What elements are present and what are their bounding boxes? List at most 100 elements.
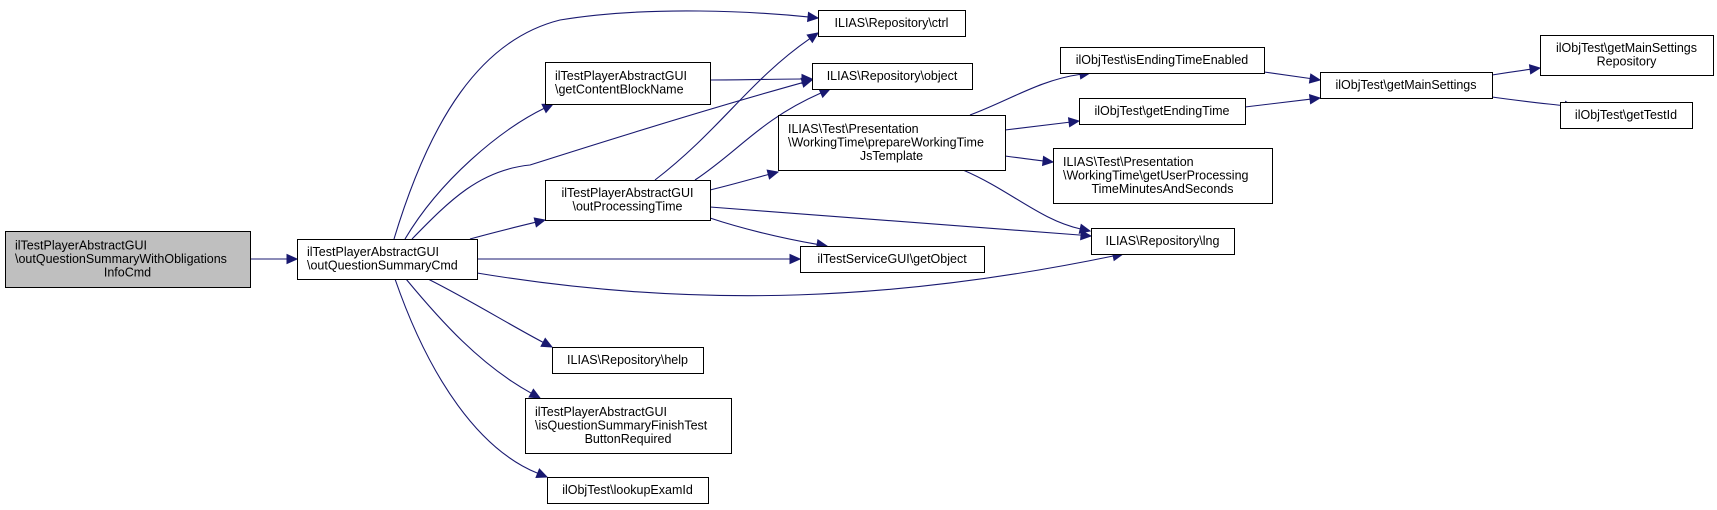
edge-line — [469, 221, 536, 240]
edge-line — [694, 92, 822, 181]
node-box — [1540, 35, 1714, 76]
node-box — [1060, 47, 1265, 74]
node-label-line: ilObjTest\isEndingTimeEnabled — [1076, 53, 1249, 67]
node-label-line: ilObjTest\getEndingTime — [1094, 104, 1229, 118]
arrowhead-icon — [535, 468, 549, 478]
node-label-line: ILIAS\Repository\lng — [1106, 234, 1220, 248]
node-label-line: \isQuestionSummaryFinishTest — [535, 418, 708, 432]
node-box — [552, 347, 704, 374]
node-gms[interactable]: ilObjTest\getMainSettings — [1320, 72, 1493, 99]
node-label-line: JsTemplate — [860, 149, 923, 163]
nodes-layer: ilTestPlayerAbstractGUI \outQuestionSumma… — [5, 10, 1714, 504]
node-label-line: ilTestPlayerAbstractGUI — [535, 405, 667, 419]
node-box — [545, 62, 711, 105]
node-box — [1079, 98, 1246, 125]
node-ctrl[interactable]: ILIAS\Repository\ctrl — [818, 10, 966, 37]
edge-pwt-to-getuser — [1004, 155, 1055, 167]
arrowhead-icon — [528, 388, 542, 399]
arrowhead-icon — [818, 88, 832, 99]
node-box — [547, 477, 709, 504]
node-box — [778, 115, 1006, 171]
edge-getend-to-gms — [1244, 94, 1322, 108]
node-isqs[interactable]: ilTestPlayerAbstractGUI\isQuestionSummar… — [525, 398, 732, 454]
edge-line — [709, 217, 818, 245]
edge-n0-to-n1 — [250, 253, 299, 265]
node-label-line: ilObjTest\getMainSettings — [1556, 41, 1697, 55]
edge-line — [654, 38, 811, 181]
node-box — [1091, 228, 1235, 255]
edge-opt-to-getobj — [709, 217, 829, 250]
node-label-line: ilObjTest\lookupExamId — [562, 483, 693, 497]
arrowhead-icon — [1078, 223, 1092, 234]
node-getuser[interactable]: ILIAS\Test\Presentation\WorkingTime\getU… — [1053, 148, 1273, 204]
node-box — [525, 398, 732, 454]
edge-line — [969, 73, 1081, 116]
edge-n1-to-gcbn — [404, 103, 555, 240]
arrowhead-icon — [1041, 155, 1055, 167]
arrowhead-icon — [533, 217, 547, 228]
node-n0[interactable]: ilTestPlayerAbstractGUI\outQuestionSumma… — [5, 231, 251, 288]
edge-opt-to-ctrl — [654, 32, 820, 181]
node-label-line: InfoCmd — [104, 265, 151, 279]
edge-opt-to-pwt — [709, 169, 780, 191]
edge-opt-to-object — [694, 88, 832, 181]
arrowhead-icon — [286, 253, 299, 265]
node-box — [800, 246, 985, 273]
node-label-line: ILIAS\Repository\object — [827, 69, 958, 83]
node-label-line: ilObjTest\getMainSettings — [1335, 78, 1476, 92]
node-pwt[interactable]: ILIAS\Test\Presentation\WorkingTime\prep… — [778, 115, 1006, 171]
node-label-line: \outQuestionSummaryWithObligations — [15, 252, 227, 266]
node-box — [297, 239, 478, 280]
node-opt[interactable]: ilTestPlayerAbstractGUI\outProcessingTim… — [545, 180, 711, 221]
edge-gcbn-to-object — [709, 73, 814, 85]
edge-n1-to-opt — [469, 217, 547, 240]
edge-n1-to-lookup — [394, 278, 549, 478]
edge-line — [1263, 71, 1311, 80]
arrowhead-icon — [807, 11, 820, 23]
node-box — [1053, 148, 1273, 204]
edge-gms-to-gmsr — [1491, 64, 1542, 76]
arrowhead-icon — [801, 73, 814, 85]
edge-line — [1004, 121, 1070, 131]
node-box — [1560, 102, 1693, 129]
edge-line — [1491, 68, 1531, 76]
edge-line — [962, 169, 1081, 230]
node-label-line: \WorkingTime\prepareWorkingTime — [788, 135, 984, 149]
node-label-line: ilObjTest\getTestId — [1575, 108, 1677, 122]
node-box — [545, 180, 711, 221]
edge-line — [394, 278, 538, 474]
edge-pwt-to-getend — [1004, 117, 1081, 131]
edge-n1-to-help — [427, 278, 554, 348]
node-getend[interactable]: ilObjTest\getEndingTime — [1079, 98, 1246, 125]
edge-line — [1491, 96, 1566, 107]
edge-line — [404, 107, 545, 240]
arrowhead-icon — [789, 253, 802, 265]
edge-isend-to-gms — [1263, 71, 1322, 84]
node-gtid[interactable]: ilObjTest\getTestId — [1560, 102, 1693, 129]
node-label-line: ILIAS\Repository\ctrl — [835, 16, 949, 30]
node-lookup[interactable]: ilObjTest\lookupExamId — [547, 477, 709, 504]
node-getobj[interactable]: ilTestServiceGUI\getObject — [800, 246, 985, 273]
node-isend[interactable]: ilObjTest\isEndingTimeEnabled — [1060, 47, 1265, 74]
node-label-line: ilTestPlayerAbstractGUI — [555, 69, 687, 83]
edge-n1-to-ctrl — [393, 10, 820, 240]
edge-n1-to-isqs — [405, 278, 542, 399]
arrowhead-icon — [1067, 117, 1081, 128]
edges-layer — [250, 10, 1577, 478]
edge-n1-to-getobj — [477, 253, 802, 265]
node-object[interactable]: ILIAS\Repository\object — [812, 63, 973, 90]
node-label-line: \getContentBlockName — [555, 83, 684, 97]
arrowhead-icon — [766, 169, 780, 180]
node-label-line: ilTestPlayerAbstractGUI — [562, 186, 694, 200]
node-n1[interactable]: ilTestPlayerAbstractGUI\outQuestionSumma… — [297, 239, 478, 280]
node-label-line: ButtonRequired — [585, 432, 672, 446]
node-help[interactable]: ILIAS\Repository\help — [552, 347, 704, 374]
node-label-line: ILIAS\Test\Presentation — [1063, 155, 1194, 169]
edge-pwt-to-lng — [962, 169, 1092, 234]
node-label-line: ILIAS\Repository\help — [567, 353, 688, 367]
node-lng[interactable]: ILIAS\Repository\lng — [1091, 228, 1235, 255]
edge-line — [1004, 155, 1044, 162]
node-gcbn[interactable]: ilTestPlayerAbstractGUI\getContentBlockN… — [545, 62, 711, 105]
